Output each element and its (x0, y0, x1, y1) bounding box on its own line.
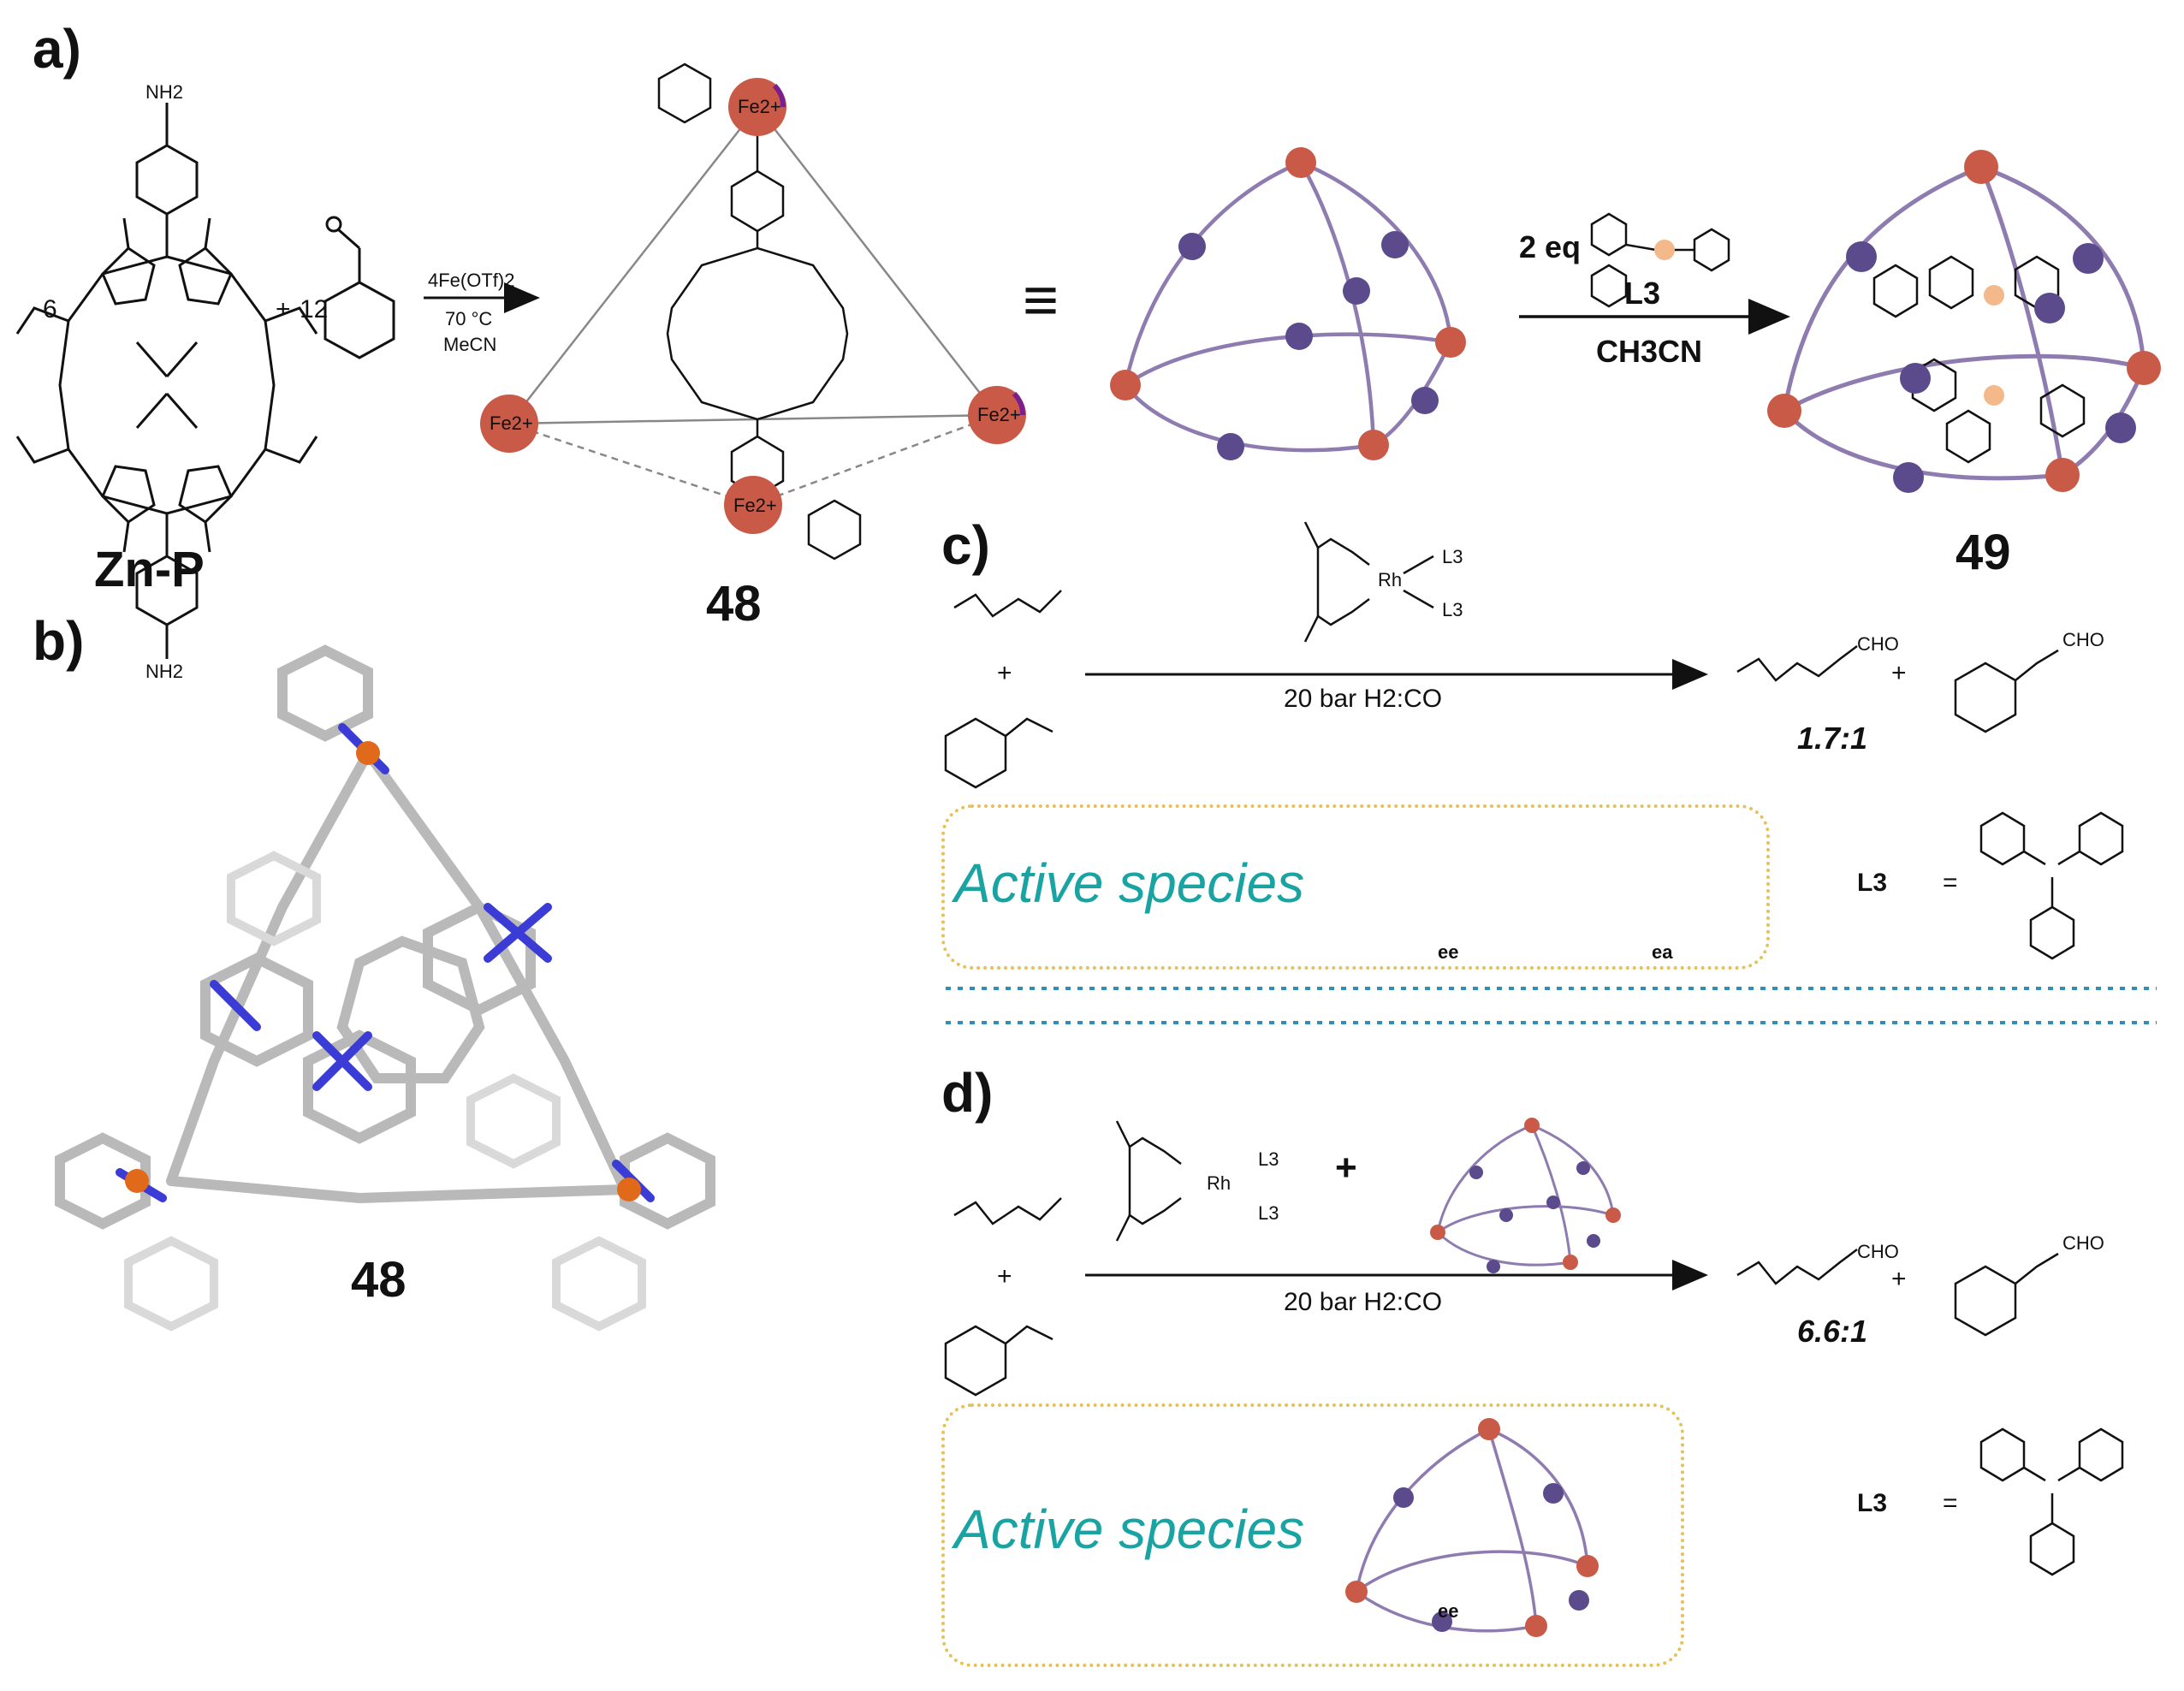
l3-definition-label-c: L3 (1857, 869, 1888, 897)
cage-49-schematic (1782, 164, 2146, 481)
equals-sign-c: = (1943, 869, 1958, 897)
coefficient-6: 6 (43, 295, 57, 323)
rh-label-c: Rh (1378, 569, 1403, 590)
product-cho-d1: CHO (1857, 1241, 1899, 1262)
ratio-d: 6.6:1 (1797, 1314, 1868, 1349)
product-cho-c2: CHO (2062, 629, 2104, 650)
panel-label-a: a) (33, 18, 81, 80)
conditions-d: 20 bar H2:CO (1284, 1288, 1443, 1316)
zn-porphyrin-structure (15, 103, 318, 659)
ligand-l3-label: L3 (1624, 276, 1661, 311)
product-cho-c1: CHO (1857, 633, 1899, 655)
cage-48-tetrahedron (508, 106, 998, 507)
species-ea-label-c: ea (1652, 941, 1673, 963)
l3-ligand-top-d: L3 (1258, 1148, 1279, 1170)
cage-schematic-nodes (1110, 147, 1466, 460)
active-species-label-d: Active species (954, 1498, 1305, 1560)
octene-c (953, 590, 1062, 618)
cage-48-fe-nodes (480, 78, 1026, 534)
condition-solvent: MeCN (443, 334, 497, 355)
products-d (1736, 1249, 2059, 1337)
label-zn-p: Zn-P (94, 542, 205, 597)
plus-sign-d-product: + (1891, 1265, 1907, 1293)
plus-sign-d-reactant: + (997, 1262, 1012, 1290)
condition-reagent: 4Fe(OTf)2 (428, 270, 515, 291)
rh-acac-d (1115, 1120, 1182, 1242)
panel-label-d: d) (941, 1062, 994, 1124)
l3-definition-label-d: L3 (1857, 1489, 1888, 1517)
nh2-bottom-label: NH2 (145, 661, 184, 682)
plus-sign-c-reactant: + (997, 659, 1012, 687)
active-species-box-d (941, 1403, 1684, 1667)
l3-ligand-bottom-c: L3 (1442, 599, 1463, 620)
cage-small-d-nodes (1430, 1118, 1621, 1273)
species-ee-label-d: ee (1438, 1600, 1459, 1622)
active-cage-d-nodes (1345, 1418, 1599, 1637)
phosphorus-node (1654, 240, 1675, 260)
fe-label-left: Fe2+ (490, 412, 533, 434)
solvent-label: CH3CN (1596, 334, 1703, 369)
styrene-d (944, 1325, 1053, 1397)
cage-small-d (1436, 1124, 1615, 1267)
fe-label-bottom: Fe2+ (733, 495, 777, 516)
ratio-c: 1.7:1 (1797, 721, 1868, 756)
products-c (1736, 645, 2059, 733)
product-cho-d2: CHO (2062, 1232, 2104, 1254)
species-ee-label-c: ee (1438, 941, 1459, 963)
label-49: 49 (1956, 525, 2011, 580)
label-48-b: 48 (351, 1252, 407, 1308)
condition-temp: 70 °C (445, 308, 493, 329)
plus-sign-a: + (276, 295, 291, 323)
label-48-a: 48 (706, 576, 762, 632)
conditions-c: 20 bar H2:CO (1284, 685, 1443, 713)
coefficient-12: 12 (300, 295, 329, 323)
active-species-box-c (941, 804, 1770, 970)
plus-sign-d-cage: + (1335, 1147, 1357, 1189)
styrene-c (944, 717, 1053, 789)
fe-label-right: Fe2+ (977, 404, 1021, 425)
fe-node (724, 476, 782, 534)
ligand-equivalents: 2 eq (1519, 229, 1582, 264)
plus-sign-c-product: + (1891, 659, 1907, 687)
l3-ligand-top-c: L3 (1442, 546, 1463, 567)
rh-acac-c (1303, 521, 1434, 643)
octene-d (953, 1197, 1062, 1225)
active-species-label-c: Active species (954, 852, 1305, 914)
l3-structure-c (1979, 811, 2124, 960)
crystal-structure-48 (55, 644, 715, 1332)
panel-label-b: b) (33, 610, 85, 672)
nh2-top-label: NH2 (145, 81, 184, 103)
fe-node (968, 386, 1026, 444)
cage-49-nodes (1767, 150, 2161, 493)
pyridine-carboxaldehyde-structure (323, 216, 395, 359)
fe-node (480, 395, 538, 453)
l3-ligand-small (1590, 212, 1730, 308)
fe-node (728, 78, 786, 136)
l3-structure-d (1979, 1427, 2124, 1576)
equivalence-symbol: ≡ (1023, 266, 1059, 335)
panel-label-c: c) (941, 514, 990, 576)
fe-label-top: Fe2+ (738, 96, 781, 117)
cage-schematic (1123, 160, 1453, 453)
rh-label-d: Rh (1207, 1172, 1231, 1194)
equals-sign-d: = (1943, 1489, 1958, 1517)
l3-ligand-bottom-d: L3 (1258, 1202, 1279, 1224)
